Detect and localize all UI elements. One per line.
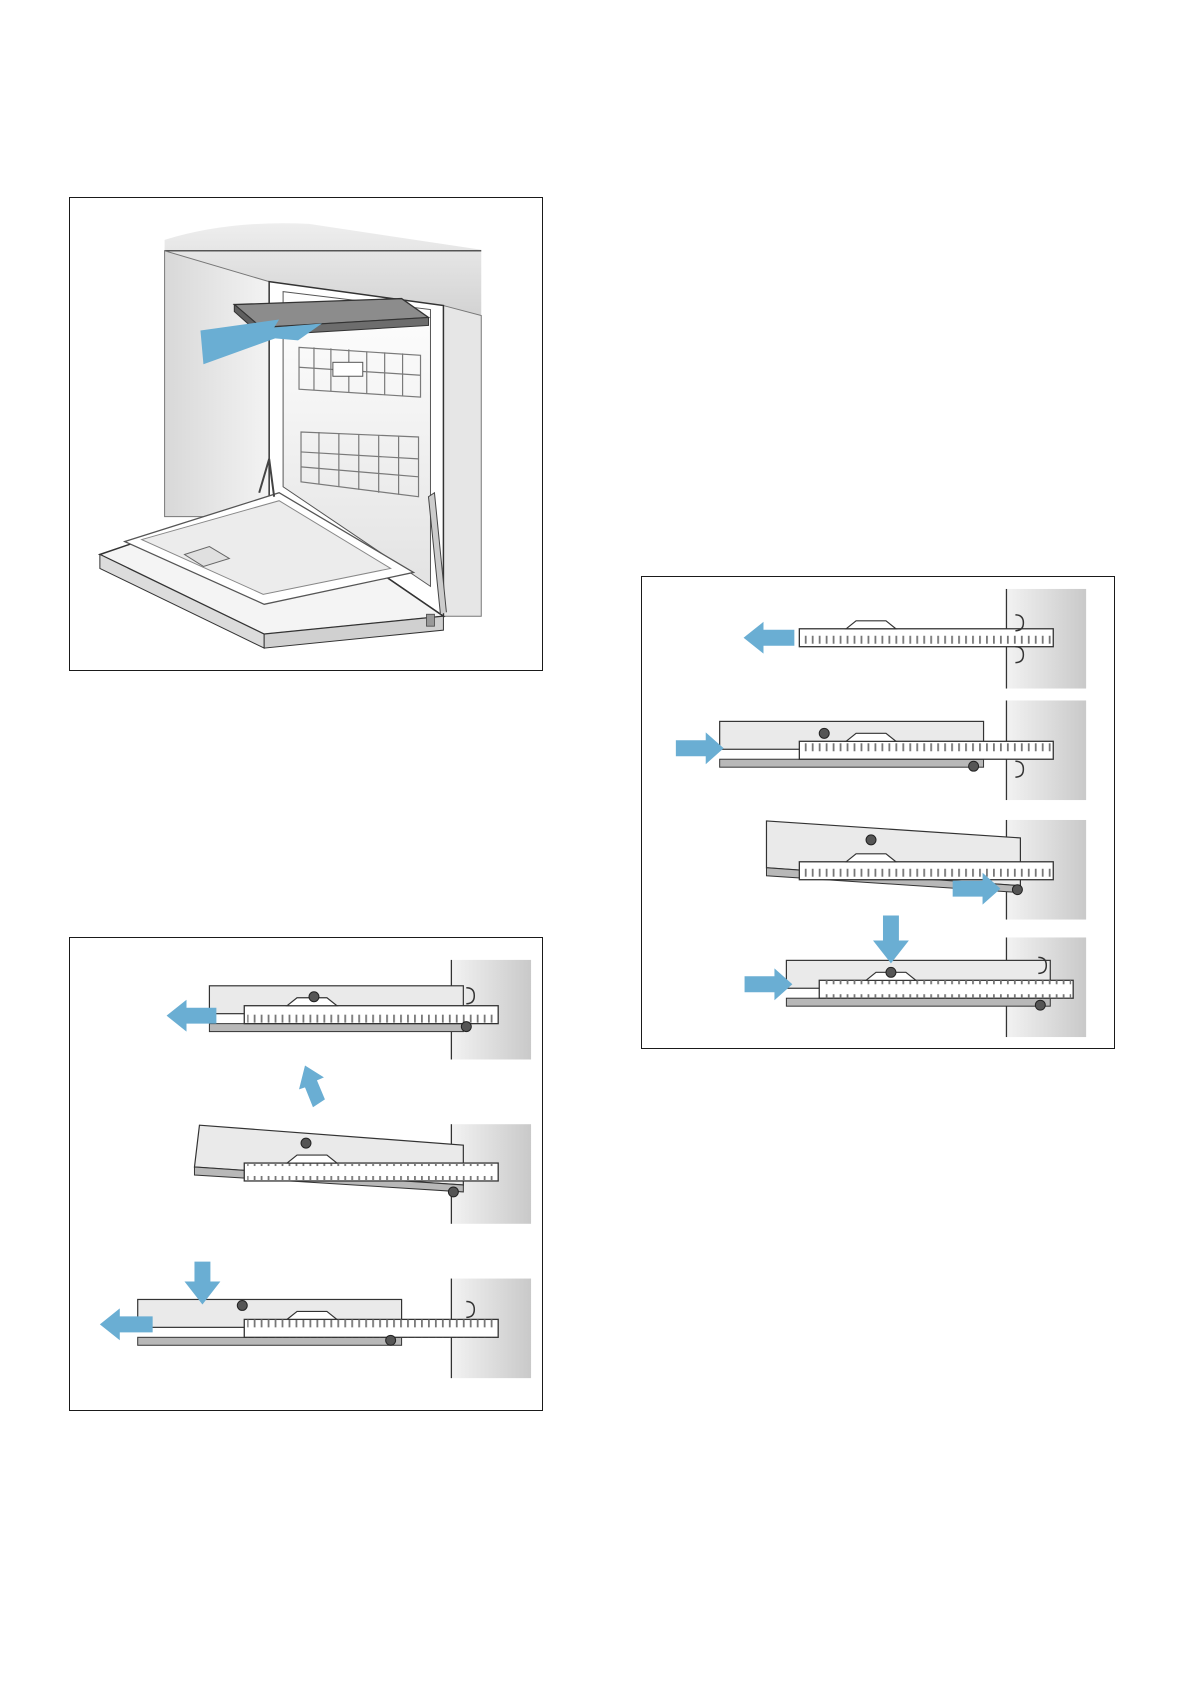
arrow-right-icon (745, 968, 793, 1000)
arrow-down-icon (873, 916, 909, 964)
locking-ball (301, 1138, 311, 1148)
locking-ball (819, 728, 829, 738)
removal-step-2 (194, 1065, 531, 1223)
cabinet-left (165, 251, 270, 517)
arrow-down-icon (185, 1262, 221, 1305)
rail-installation-illustration (642, 577, 1114, 1048)
install-step-3 (766, 820, 1086, 920)
arrow-right-icon (676, 732, 724, 764)
dishwasher-illustration (70, 198, 542, 670)
locking-ball (309, 992, 319, 1002)
install-step-4 (745, 916, 1087, 1037)
install-step-1 (744, 589, 1087, 689)
locking-ball (866, 835, 876, 845)
arrow-up-icon (299, 1065, 325, 1107)
figure-rail-installation-steps (641, 576, 1115, 1049)
removal-step-3 (100, 1262, 531, 1379)
cabinet-right (443, 306, 481, 617)
install-step-2 (676, 700, 1086, 800)
figure-dishwasher-basket-removal (69, 197, 543, 671)
removal-step-1 (167, 960, 531, 1060)
rail-removal-illustration (70, 938, 542, 1410)
figure-rail-removal-steps (69, 937, 543, 1411)
arrow-left-icon (744, 622, 795, 654)
locking-ball (886, 967, 896, 977)
locking-ball (237, 1300, 247, 1310)
